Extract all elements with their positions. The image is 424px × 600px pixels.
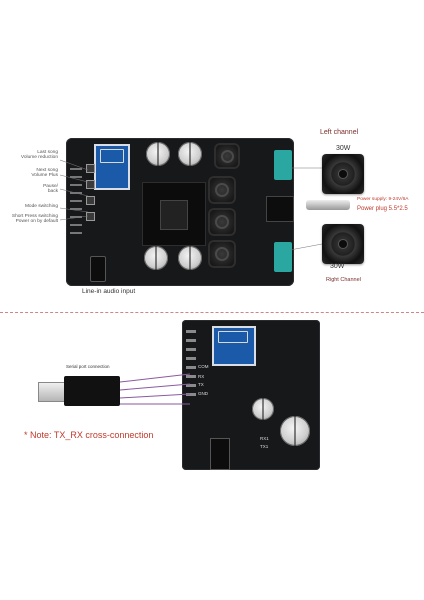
left-channel-title: Left channel xyxy=(320,129,359,136)
header-pins xyxy=(70,168,82,238)
left-speaker-terminal[interactable] xyxy=(274,150,292,180)
audio-jack[interactable] xyxy=(210,438,230,470)
amplifier-board xyxy=(66,138,294,286)
capacitor xyxy=(178,142,202,166)
pin-label-com: COM xyxy=(198,364,209,369)
board-closeup: COM RX TX GND RX1 TX1 xyxy=(182,320,320,470)
callout-pause: Pause/ back xyxy=(43,184,58,195)
board-button[interactable] xyxy=(86,164,95,173)
bottom-diagram: COM RX TX GND RX1 TX1 Serial port connec… xyxy=(0,316,424,476)
left-speaker-icon xyxy=(322,154,364,194)
bluetooth-module xyxy=(212,326,256,366)
pin-label-rx: RX xyxy=(198,374,205,379)
amplifier-chip xyxy=(160,200,188,230)
serial-port-label: Serial port connection xyxy=(66,364,110,369)
board-button[interactable] xyxy=(86,180,95,189)
callout-power: Short Press switching Power on by defaul… xyxy=(11,214,58,225)
inductor xyxy=(208,208,236,236)
capacitor xyxy=(280,416,310,446)
capacitor xyxy=(178,246,202,270)
audio-jack[interactable] xyxy=(90,256,106,282)
amplifier-chip-area xyxy=(142,182,206,246)
right-speaker-watt: 30W xyxy=(330,263,345,270)
right-channel-title: Right Channel xyxy=(326,277,361,283)
power-plug-icon xyxy=(306,200,350,210)
power-supply-label: Power supply: 9-24V/6A xyxy=(357,197,409,202)
power-jack[interactable] xyxy=(266,196,294,222)
pin-label-tx: TX xyxy=(198,382,204,387)
pin-label-gnd: GND xyxy=(198,391,208,396)
left-speaker-watt: 30W xyxy=(336,145,351,152)
bluetooth-module xyxy=(94,144,130,190)
serial-wires xyxy=(119,373,191,405)
inductor xyxy=(208,176,236,204)
inductor xyxy=(214,143,240,169)
right-speaker-icon xyxy=(322,224,364,264)
top-diagram: Last song Volume reduction Next song Vol… xyxy=(0,120,424,310)
capacitor xyxy=(144,246,168,270)
board-button[interactable] xyxy=(86,196,95,205)
right-speaker-terminal[interactable] xyxy=(274,242,292,272)
header-pins xyxy=(186,330,196,402)
power-plug-label: Power plug 5.5*2.5 xyxy=(357,206,408,212)
usb-serial-adapter xyxy=(64,376,120,406)
section-divider xyxy=(0,312,424,313)
inductor xyxy=(208,240,236,268)
board-marking-tx1: TX1 xyxy=(260,444,269,449)
callout-mode: Mode switching xyxy=(24,204,58,209)
board-marking-rx1: RX1 xyxy=(260,436,269,441)
capacitor xyxy=(146,142,170,166)
callout-next-song: Next song Volume Plus xyxy=(31,168,58,179)
line-in-label: Line-in audio input xyxy=(82,288,136,295)
capacitor xyxy=(252,398,274,420)
callout-last-song: Last song Volume reduction xyxy=(20,150,58,161)
callout-leader-lines xyxy=(59,159,323,251)
tx-rx-note: * Note: TX_RX cross-connection xyxy=(24,430,154,440)
